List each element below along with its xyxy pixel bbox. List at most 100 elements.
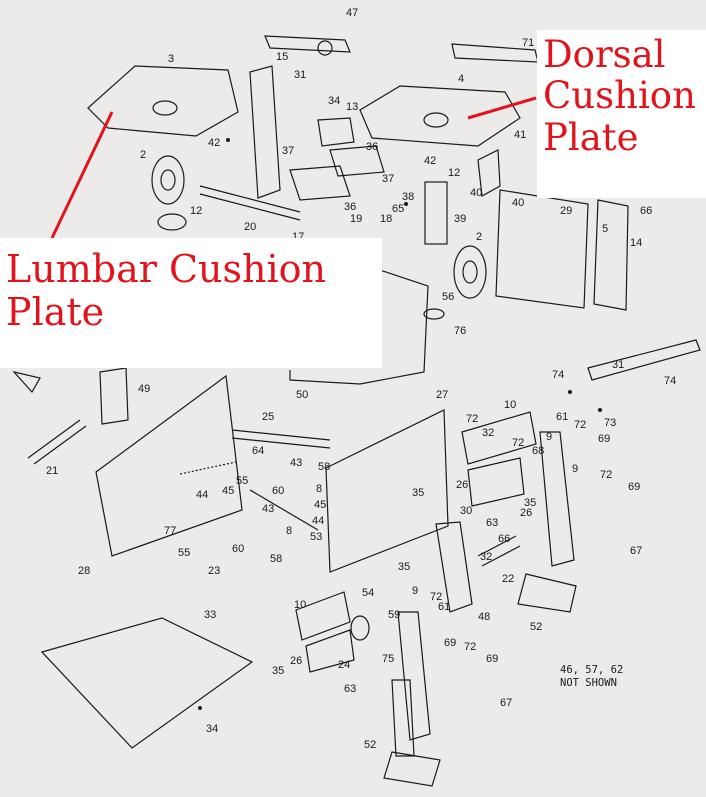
part-number-label: 72	[512, 437, 524, 449]
part-pulley	[160, 169, 176, 191]
part-number-label: 5	[602, 223, 608, 235]
part-number-label: 50	[296, 389, 308, 401]
part-pedal-arm	[435, 521, 473, 613]
part-block	[289, 165, 351, 201]
part-dorsal-plate	[359, 85, 521, 147]
part-number-label: 53	[310, 531, 322, 543]
dorsal-leader-line	[467, 96, 537, 120]
dorsal-cushion-plate-callout: Dorsal Cushion Plate	[537, 30, 706, 198]
part-number-label: 26	[520, 507, 532, 519]
part-number-label: 10	[504, 399, 516, 411]
part-number-label: 14	[630, 237, 642, 249]
part-block	[305, 629, 355, 673]
part-cover-plate	[40, 617, 254, 749]
part-number-label: 63	[486, 517, 498, 529]
part-number-label: 71	[522, 37, 534, 49]
part-top-bracket	[264, 35, 351, 53]
part-rod	[231, 429, 331, 449]
part-number-label: 35	[272, 665, 284, 677]
fastener	[598, 408, 602, 412]
part-spring	[179, 461, 237, 475]
part-number-label: 42	[208, 137, 220, 149]
lumbar-callout-line: Lumbar Cushion	[6, 247, 326, 291]
part-number-label: 36	[366, 141, 378, 153]
part-pedal-arm	[397, 611, 431, 741]
part-number-label: 69	[628, 481, 640, 493]
part-number-label: 69	[486, 653, 498, 665]
part-number-label: 24	[338, 659, 350, 671]
part-number-label: 66	[498, 533, 510, 545]
plate-hub	[423, 112, 449, 128]
part-number-label: 45	[222, 485, 234, 497]
part-number-label: 48	[478, 611, 490, 623]
part-rod	[477, 535, 521, 567]
part-number-label: 76	[454, 325, 466, 337]
part-number-label: 9	[546, 431, 552, 443]
part-foot-plate	[383, 751, 441, 787]
part-number-label: 3	[168, 53, 174, 65]
part-number-label: 2	[476, 231, 482, 243]
part-number-label: 52	[530, 621, 542, 633]
part-number-label: 72	[464, 641, 476, 653]
part-number-label: 74	[664, 375, 676, 387]
part-block	[329, 145, 385, 177]
part-knob	[12, 370, 41, 394]
part-number-label: 60	[272, 485, 284, 497]
part-foot-frame	[391, 679, 415, 757]
part-number-label: 22	[502, 573, 514, 585]
part-number-label: 13	[346, 101, 358, 113]
fastener	[568, 390, 572, 394]
part-number-label: 8	[316, 483, 322, 495]
part-number-label: 59	[388, 609, 400, 621]
part-number-label: 72	[430, 591, 442, 603]
part-number-label: 67	[500, 697, 512, 709]
not-shown-note: 46, 57, 62 NOT SHOWN	[560, 664, 623, 690]
part-number-label: 4	[458, 73, 464, 85]
part-bracket	[477, 149, 501, 197]
part-lumbar-plate	[87, 65, 239, 137]
part-number-label: 69	[598, 433, 610, 445]
lumbar-callout-line: Plate	[6, 289, 105, 334]
part-shaft	[199, 185, 301, 221]
part-number-label: 72	[574, 419, 586, 431]
part-number-label: 64	[252, 445, 264, 457]
part-number-label: 2	[140, 149, 146, 161]
part-number-label: 12	[190, 205, 202, 217]
part-number-label: 67	[630, 545, 642, 557]
part-number-label: 34	[328, 95, 340, 107]
part-number-label: 10	[294, 599, 306, 611]
dorsal-callout-line: Dorsal	[543, 33, 666, 76]
part-number-label: 65	[392, 203, 404, 215]
part-number-label: 34	[206, 723, 218, 735]
part-number-label: 72	[466, 413, 478, 425]
part-number-label: 31	[294, 69, 306, 81]
part-number-label: 35	[398, 561, 410, 573]
part-number-label: 58	[270, 553, 282, 565]
part-number-label: 49	[138, 383, 150, 395]
part-side-plate	[95, 374, 243, 557]
part-foot-plate	[517, 573, 577, 613]
part-number-label: 38	[402, 191, 414, 203]
part-number-label: 43	[262, 503, 274, 515]
fastener	[198, 706, 202, 710]
part-number-label: 61	[438, 601, 450, 613]
part-number-label: 9	[412, 585, 418, 597]
part-number-label: 42	[424, 155, 436, 167]
dorsal-callout-line: Cushion	[543, 74, 696, 118]
part-number-label: 36	[344, 201, 356, 213]
part-lever-block	[295, 591, 351, 641]
part-pulley	[350, 615, 370, 641]
dorsal-callout-line: Plate	[543, 115, 639, 159]
part-number-label: 44	[312, 515, 324, 527]
part-clamp-bracket	[99, 367, 129, 425]
part-number-label: 8	[286, 525, 292, 537]
part-number-label: 44	[196, 489, 208, 501]
part-bearing-block	[317, 117, 355, 147]
part-number-label: 40	[512, 197, 524, 209]
part-number-label: 63	[344, 683, 356, 695]
part-pulley	[453, 245, 487, 299]
part-ring	[157, 213, 187, 231]
part-number-label: 27	[436, 389, 448, 401]
part-pulley	[151, 155, 185, 205]
